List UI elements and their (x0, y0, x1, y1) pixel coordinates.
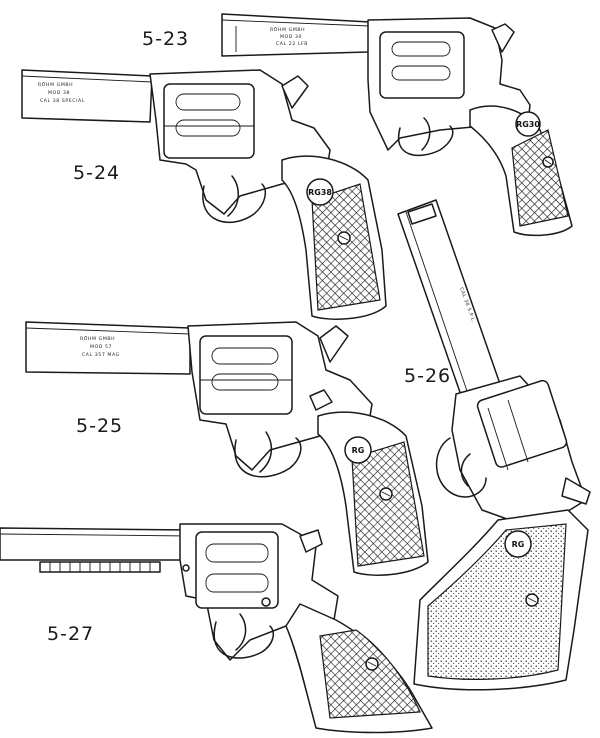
revolver-5-26: 5-26 CAL 38 S.P.L. RG (397, 199, 591, 691)
engraving-5-25-line2: MOD 57 (90, 344, 112, 350)
engraving-5-23-line1: RÖHM GMBH (270, 26, 305, 33)
engraving-5-25-line3: CAL 357 MAG (82, 352, 120, 358)
engraving-5-25-line1: RÖHM GMBH (80, 335, 115, 342)
badge-5-25: RG (352, 446, 365, 455)
badge-5-23: RG30 (516, 120, 540, 129)
badge-5-26: RG (512, 540, 525, 549)
badge-5-24: RG38 (308, 188, 332, 197)
engraving-5-24-line2: MOD 38 (48, 90, 70, 96)
engraving-5-23-line3: CAL 22 LFB (276, 41, 308, 47)
figure-label-5-26: 5-26 (404, 365, 451, 387)
figure-label-5-25: 5-25 (76, 415, 123, 437)
revolver-5-24: 5-24 RG38 RÖHM GMBH MOD 38 CAL 38 SPECIA… (21, 69, 387, 320)
revolver-5-23: 5-23 RG30 RÖHM GMBH MOD 30 CAL 22 LFB (142, 13, 573, 237)
figure-label-5-24: 5-24 (73, 162, 120, 184)
engraving-5-23-line2: MOD 30 (280, 34, 302, 40)
figure-label-5-27: 5-27 (47, 623, 94, 645)
engraving-5-24-line1: RÖHM GMBH (38, 81, 73, 88)
revolver-5-27: 5-27 (0, 523, 433, 734)
revolver-5-25: 5-25 RG RÖHM GMBH MOD 57 CAL 357 MAG (25, 321, 429, 576)
figure-label-5-23: 5-23 (142, 28, 189, 50)
engraving-5-24-line3: CAL 38 SPECIAL (40, 98, 85, 104)
